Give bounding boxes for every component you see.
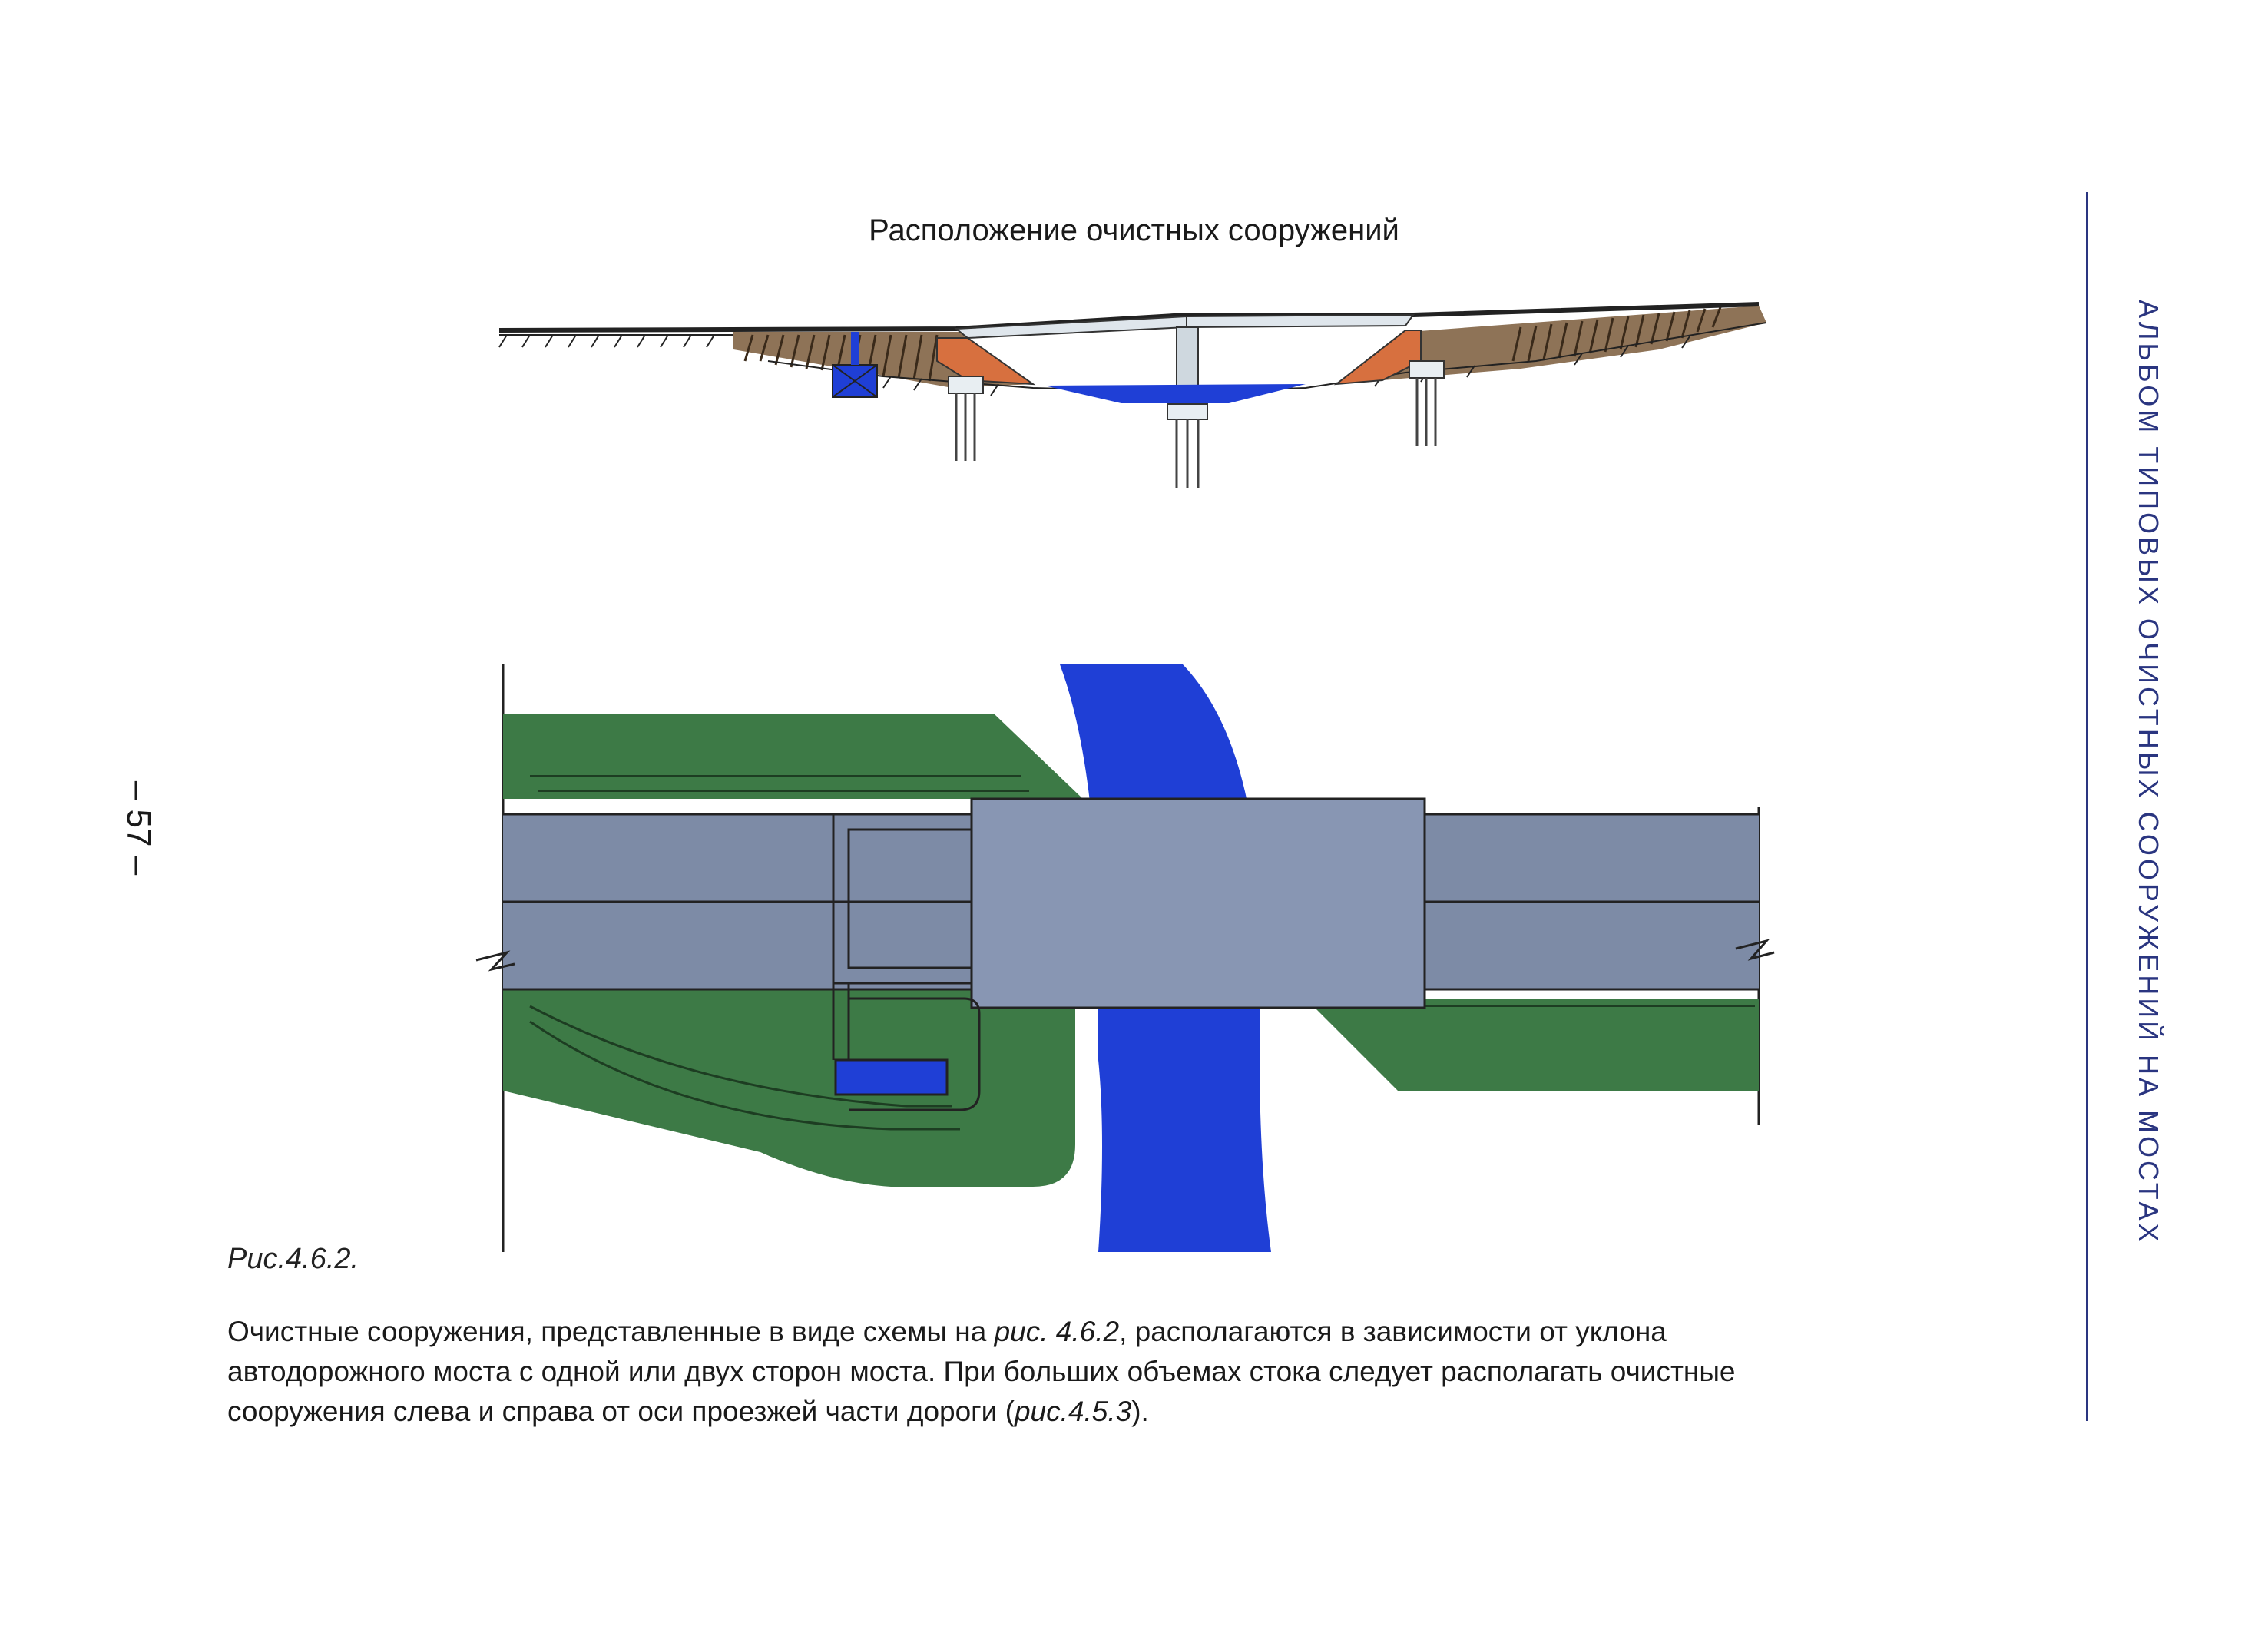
break-mark-right	[1735, 939, 1775, 961]
road-deck	[498, 302, 1760, 333]
drain-pipe-elevation	[851, 332, 859, 365]
embankment-lower-left	[503, 987, 1075, 1187]
embankment-upper-left	[503, 714, 1083, 799]
left-abutment-cone	[936, 337, 1036, 386]
embankment-lower-right	[1306, 999, 1759, 1091]
bridge-elevation	[498, 302, 1767, 488]
break-mark-left	[475, 950, 515, 972]
bridge-span	[970, 797, 1426, 1009]
page-title: Расположение очистных сооружений	[869, 214, 1399, 247]
side-title: Альбом типовых очистных сооружений на мо…	[2133, 300, 2164, 1245]
paragraph-text-2: , располагаются в зависимости от уклона …	[227, 1316, 1736, 1427]
body-paragraph: Очистные сооружения, представленные в ви…	[227, 1312, 1809, 1432]
bridge-plan	[475, 664, 1775, 1252]
paragraph-text-3: ).	[1131, 1396, 1149, 1427]
river-elevation	[1045, 384, 1306, 403]
bridge-girder-right	[1186, 313, 1415, 329]
left-abutment-cap	[948, 376, 984, 394]
side-rule	[2086, 192, 2088, 1421]
treatment-facility-plan	[834, 1058, 949, 1096]
drainage-outlet-pipe	[832, 983, 981, 1111]
figure-reference-1: рис. 4.6.2	[994, 1316, 1120, 1347]
right-abutment-cone	[1333, 330, 1422, 386]
embankment-curb	[529, 1005, 960, 1131]
figure-reference-2: рис.4.5.3	[1014, 1396, 1132, 1427]
central-pier-cap	[1167, 403, 1208, 420]
paragraph-text-1: Очистные сооружения, представленные в ви…	[227, 1316, 995, 1347]
drainage-frame-inner	[847, 828, 973, 969]
right-abutment-cap	[1409, 360, 1445, 379]
figure-caption: Рис.4.6.2.	[227, 1243, 359, 1275]
